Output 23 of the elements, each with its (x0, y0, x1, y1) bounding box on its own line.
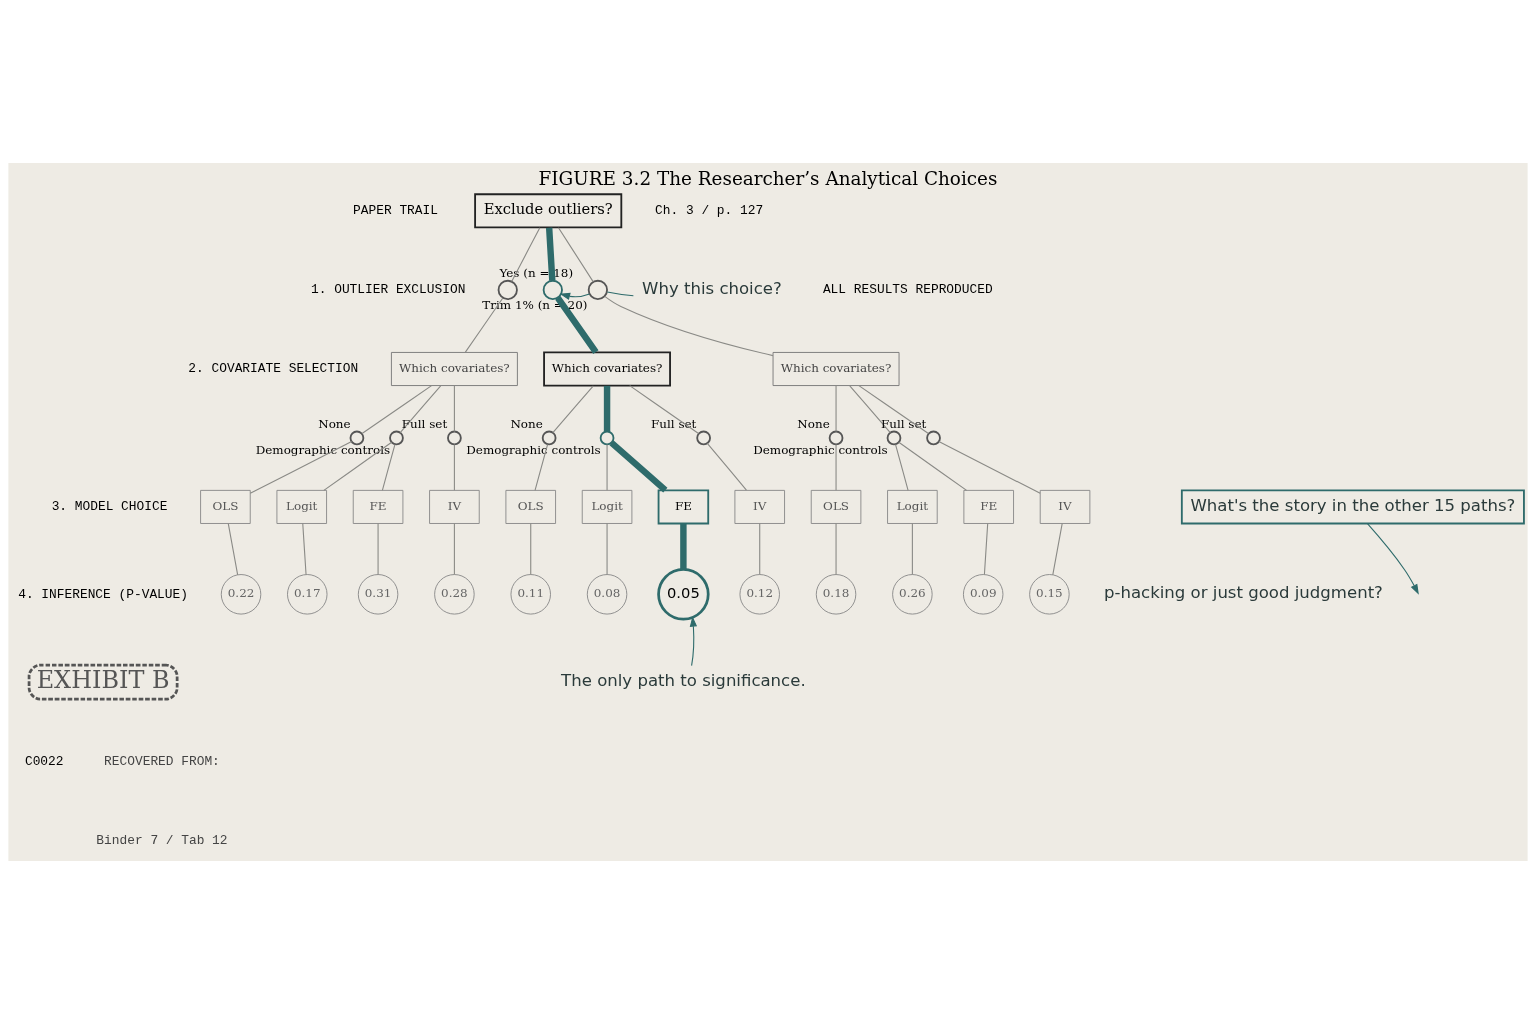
node-label: Demographic controls (466, 442, 601, 457)
label: p-hacking or just good judgment? (1103, 583, 1383, 603)
node-label: Full set (651, 417, 697, 432)
label: 4. INFERENCE (P-VALUE) (18, 586, 188, 602)
node-label: Full set (401, 417, 448, 432)
label: 1. OUTLIER EXCLUSION (311, 282, 466, 298)
label: C0022 (24, 754, 64, 770)
node-text: The only path to significance. (561, 671, 806, 691)
label: Ch. 3 / p. 127 (655, 203, 764, 219)
node-label: None (797, 417, 830, 432)
label: 2. COVARIATE SELECTION (188, 361, 359, 377)
label: RECOVERED FROM: (104, 754, 220, 770)
node-label: Demographic controls (255, 442, 391, 457)
node-text: Why this choice? (642, 278, 782, 298)
node-label: Demographic controls (753, 442, 888, 457)
node-label: Full set (880, 417, 927, 432)
node-label: None (318, 417, 351, 432)
label: PAPER TRAIL (353, 203, 438, 219)
label: 3. MODEL CHOICE (51, 499, 168, 515)
label: Binder 7 / Tab 12 (96, 833, 228, 849)
diagram-title: FIGURE 3.2 The Researcher’s Analytical Choices (538, 168, 998, 190)
node-label: None (510, 417, 543, 432)
label: ALL RESULTS REPRODUCED (822, 282, 993, 298)
